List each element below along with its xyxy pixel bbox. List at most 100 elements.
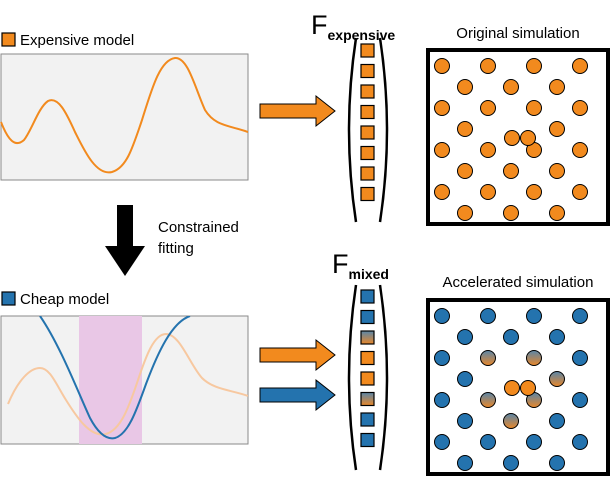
- orange-arrow: [259, 94, 336, 128]
- legend-cheap: Cheap model: [1, 291, 109, 308]
- atom-cheap: [480, 434, 496, 450]
- atom-mixed: [549, 371, 565, 387]
- atom-cheap: [503, 455, 519, 471]
- vector-entry-expensive: [360, 350, 375, 366]
- vector-entry-cheap: [360, 289, 375, 304]
- atom-expensive: [549, 163, 565, 179]
- cheap-model-curve: [39, 316, 191, 440]
- original-simulation: Original simulation: [426, 25, 610, 226]
- atom-cheap: [549, 329, 565, 345]
- expensive-reference-curve: [7, 332, 248, 436]
- arrows-bottom: [259, 338, 336, 412]
- atom-cheap: [457, 371, 473, 387]
- atom-cheap: [572, 308, 588, 324]
- arrow-text-line1: Constrained: [158, 219, 239, 236]
- vector-entry-expensive: [360, 186, 375, 202]
- atom-expensive: [520, 130, 536, 146]
- atom-expensive: [503, 205, 519, 221]
- atom-cheap: [457, 413, 473, 429]
- atom-expensive: [457, 205, 473, 221]
- atom-expensive: [457, 79, 473, 95]
- expensive-model-plot: [0, 53, 249, 181]
- vector-entry-expensive: [360, 43, 375, 58]
- atom-expensive: [526, 58, 542, 74]
- atom-expensive: [504, 380, 520, 396]
- left-bracket: [347, 284, 358, 471]
- original-simulation-title: Original simulation: [456, 25, 579, 42]
- vector-entry-mixed: [360, 330, 375, 345]
- atom-expensive: [480, 184, 496, 200]
- atom-cheap: [549, 413, 565, 429]
- atom-expensive: [549, 121, 565, 137]
- atom-cheap: [572, 350, 588, 366]
- f-expensive-vector: Fexpensive: [311, 10, 395, 223]
- legend-cheap-swatch: [1, 291, 16, 306]
- f-expensive-subscript: expensive: [328, 27, 396, 43]
- atom-expensive: [434, 142, 450, 158]
- atom-cheap: [434, 392, 450, 408]
- atom-cheap: [526, 308, 542, 324]
- f-mixed-vector: Fmixed: [332, 249, 389, 471]
- atom-mixed: [480, 392, 496, 408]
- atom-expensive: [572, 184, 588, 200]
- atom-expensive: [520, 380, 536, 396]
- atom-expensive: [526, 184, 542, 200]
- atom-expensive: [457, 163, 473, 179]
- atom-cheap: [434, 434, 450, 450]
- vector-entry-expensive: [360, 145, 375, 161]
- atom-cheap: [434, 308, 450, 324]
- atom-expensive: [572, 100, 588, 116]
- atom-cheap: [457, 329, 473, 345]
- atom-mixed: [526, 350, 542, 366]
- cheap-model-plot: [0, 315, 249, 445]
- constrained-fitting-arrow: Constrained fitting: [105, 205, 239, 276]
- vector-entry-cheap: [360, 309, 375, 325]
- f-expensive-symbol: Fexpensive: [311, 10, 395, 43]
- right-bracket: [378, 284, 389, 471]
- atom-expensive: [549, 205, 565, 221]
- atom-expensive: [457, 121, 473, 137]
- atom-expensive: [434, 100, 450, 116]
- atom-cheap: [503, 329, 519, 345]
- fitting-region-highlight: [79, 316, 142, 444]
- vector-entry-expensive: [360, 371, 375, 386]
- legend-expensive-label: Expensive model: [20, 32, 134, 49]
- atom-cheap: [434, 350, 450, 366]
- vector-entry-expensive: [360, 125, 375, 140]
- expensive-model-curve: [0, 56, 248, 174]
- atom-cheap: [572, 434, 588, 450]
- vector-entry-expensive: [360, 84, 375, 99]
- down-arrow-head: [105, 246, 145, 276]
- atom-expensive: [572, 58, 588, 74]
- legend-expensive-swatch: [1, 32, 16, 47]
- vector-entry-expensive: [360, 63, 375, 79]
- atom-expensive: [434, 58, 450, 74]
- arrow-text-line2: fitting: [158, 240, 194, 257]
- atom-cheap: [480, 308, 496, 324]
- atom-expensive: [503, 163, 519, 179]
- legend-cheap-label: Cheap model: [20, 291, 109, 308]
- legend-expensive: Expensive model: [1, 32, 134, 49]
- orange-arrow: [259, 338, 336, 372]
- atom-expensive: [549, 79, 565, 95]
- vector-entry-cheap: [360, 432, 375, 448]
- atom-cheap: [572, 392, 588, 408]
- atom-expensive: [572, 142, 588, 158]
- blue-arrow: [259, 378, 336, 412]
- vector-entry-cheap: [360, 412, 375, 427]
- accelerated-simulation-title: Accelerated simulation: [443, 274, 594, 291]
- atom-expensive: [480, 58, 496, 74]
- accelerated-simulation: Accelerated simulation: [426, 274, 610, 476]
- atom-mixed: [480, 350, 496, 366]
- vector-entry-expensive: [360, 166, 375, 181]
- arrow-top: [259, 94, 336, 128]
- vector-entry-mixed: [360, 391, 375, 407]
- plot-panel-background: [0, 53, 249, 181]
- atom-cheap: [457, 455, 473, 471]
- atom-expensive: [526, 100, 542, 116]
- vector-entry-expensive: [360, 104, 375, 120]
- atom-expensive: [480, 100, 496, 116]
- atom-expensive: [480, 142, 496, 158]
- atom-mixed: [503, 413, 519, 429]
